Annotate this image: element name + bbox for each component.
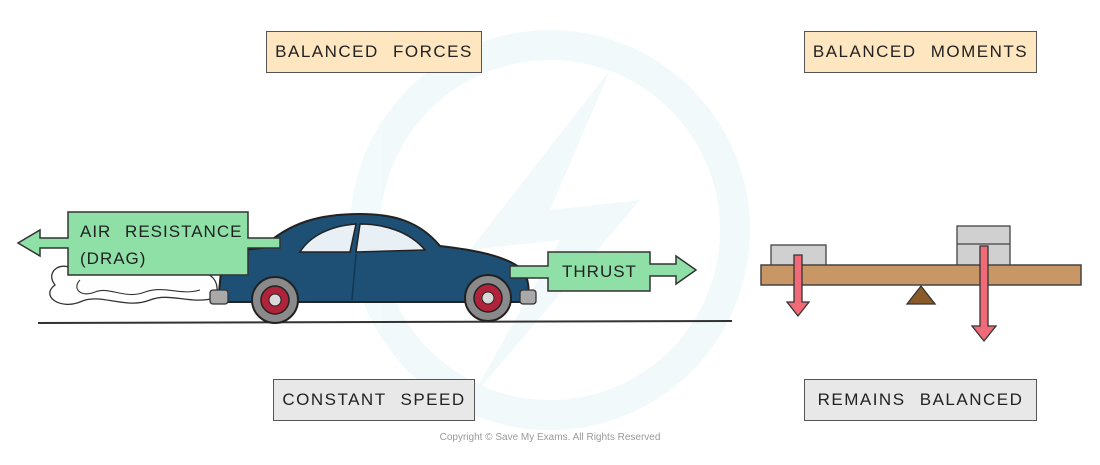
car-door-line — [351, 253, 357, 301]
seesaw — [760, 225, 1082, 343]
seesaw-pivot — [905, 284, 937, 305]
copyright-notice: Copyright © Save My Exams. All Rights Re… — [439, 432, 661, 443]
car-window-rear — [298, 223, 357, 253]
weight-arrow-left — [785, 254, 811, 318]
remains-balanced-caption: REMAINS BALANCED — [804, 379, 1037, 421]
ground-line — [37, 320, 733, 324]
balanced-forces-title: BALANCED FORCES — [266, 31, 482, 73]
thrust-label: THRUST — [562, 262, 637, 281]
car-wheel-front — [464, 274, 512, 322]
car-wheel-rear — [251, 276, 299, 324]
exhaust-smoke-inner — [76, 279, 201, 296]
drag-arrow — [16, 211, 281, 276]
balanced-moments-title: BALANCED MOMENTS — [804, 31, 1037, 73]
drag-label: AIR RESISTANCE — [80, 222, 243, 241]
weight-arrow-right — [970, 245, 998, 343]
car-window-front — [355, 223, 427, 253]
constant-speed-caption: CONSTANT SPEED — [273, 379, 475, 421]
drag-label-secondary: (DRAG) — [80, 249, 147, 268]
car — [209, 212, 537, 324]
car-bumper-rear — [209, 289, 229, 305]
seesaw-plank — [760, 264, 1082, 286]
car-bumper-front — [519, 289, 537, 305]
thrust-arrow — [509, 251, 698, 292]
